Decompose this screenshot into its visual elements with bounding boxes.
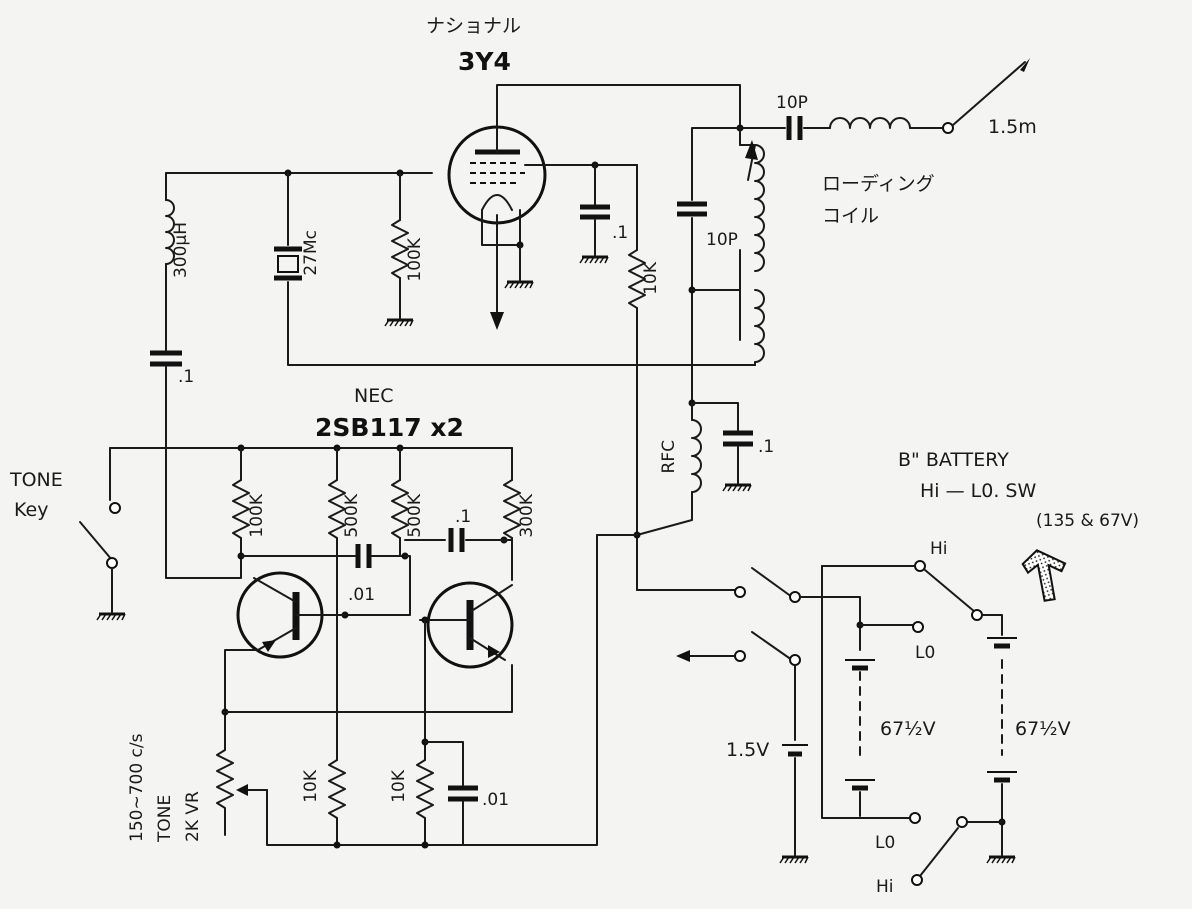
tone-vr-label-3: 2K VR [183,791,203,842]
r-b2-label: 500K [342,493,362,537]
tone-variable-resistor [216,749,268,836]
r-b3-label: 500K [405,493,425,537]
tone-vr-label-2: TONE [155,795,175,843]
r-e1-label: 10K [301,769,321,803]
rfc-label: RFC [659,440,679,473]
c-e2-label: .01 [482,790,509,810]
r-grid-label: 100K [405,237,425,281]
battery-2-label: 67½V [1015,718,1071,740]
a-battery-label: 1.5V [726,739,769,761]
c-osc2-label: .1 [455,507,471,527]
lo-bottom-label: L0 [875,833,895,853]
r-screen-label: 10K [641,261,661,295]
r-b4-label: 300K [517,493,537,537]
tone-key-label-2: Key [14,499,48,521]
lo-top-label: L0 [915,643,935,663]
r-b1-label: 100K [247,493,267,537]
c-tank-label: 10P [706,230,738,250]
choke-label: 300μH [171,222,191,278]
rfc-choke [691,419,702,493]
choke-300uh [165,199,175,265]
c-rfc-label: .1 [758,437,774,457]
transistor-type-label: 2SB117 x2 [315,413,464,442]
battery-switch-title-3: (135 & 67V) [1036,511,1139,531]
tone-vr-label-1: 150~700 c/s [127,733,147,842]
tank-coil [739,127,765,366]
tube-maker-label: ナショナル [426,15,521,37]
loading-coil-label-1: ローディング [822,173,935,195]
resistor-10k-screen [628,249,646,309]
loading-coil [829,117,911,129]
tone-key-label-1: TONE [9,469,63,491]
battery-switch-title-2: Hi — L0. SW [920,480,1036,502]
hi-bottom-label: Hi [876,877,894,897]
hi-top-label: Hi [930,539,948,559]
tube-type-label: 3Y4 [458,47,511,76]
c-osc1-label: .01 [348,585,375,605]
transistor-maker-label: NEC [354,385,393,407]
antenna-length-label: 1.5m [988,116,1037,138]
transistor-q2 [419,581,514,669]
c-screen-label: .1 [612,223,628,243]
transistor-q1 [236,571,346,659]
crystal-27mc [274,246,302,281]
resistor-100k-grid [391,219,409,279]
battery-switch-title-1: B" BATTERY [898,449,1009,471]
loading-coil-label-2: コイル [822,205,879,227]
crystal-label: 27Mc [301,230,321,276]
c-coupling-label: .1 [178,367,194,387]
r-e2-label: 10K [389,769,409,803]
pointer-arrow-icon [1021,549,1067,602]
antenna-cap-label: 10P [776,93,808,113]
battery-1-label: 67½V [880,718,936,740]
